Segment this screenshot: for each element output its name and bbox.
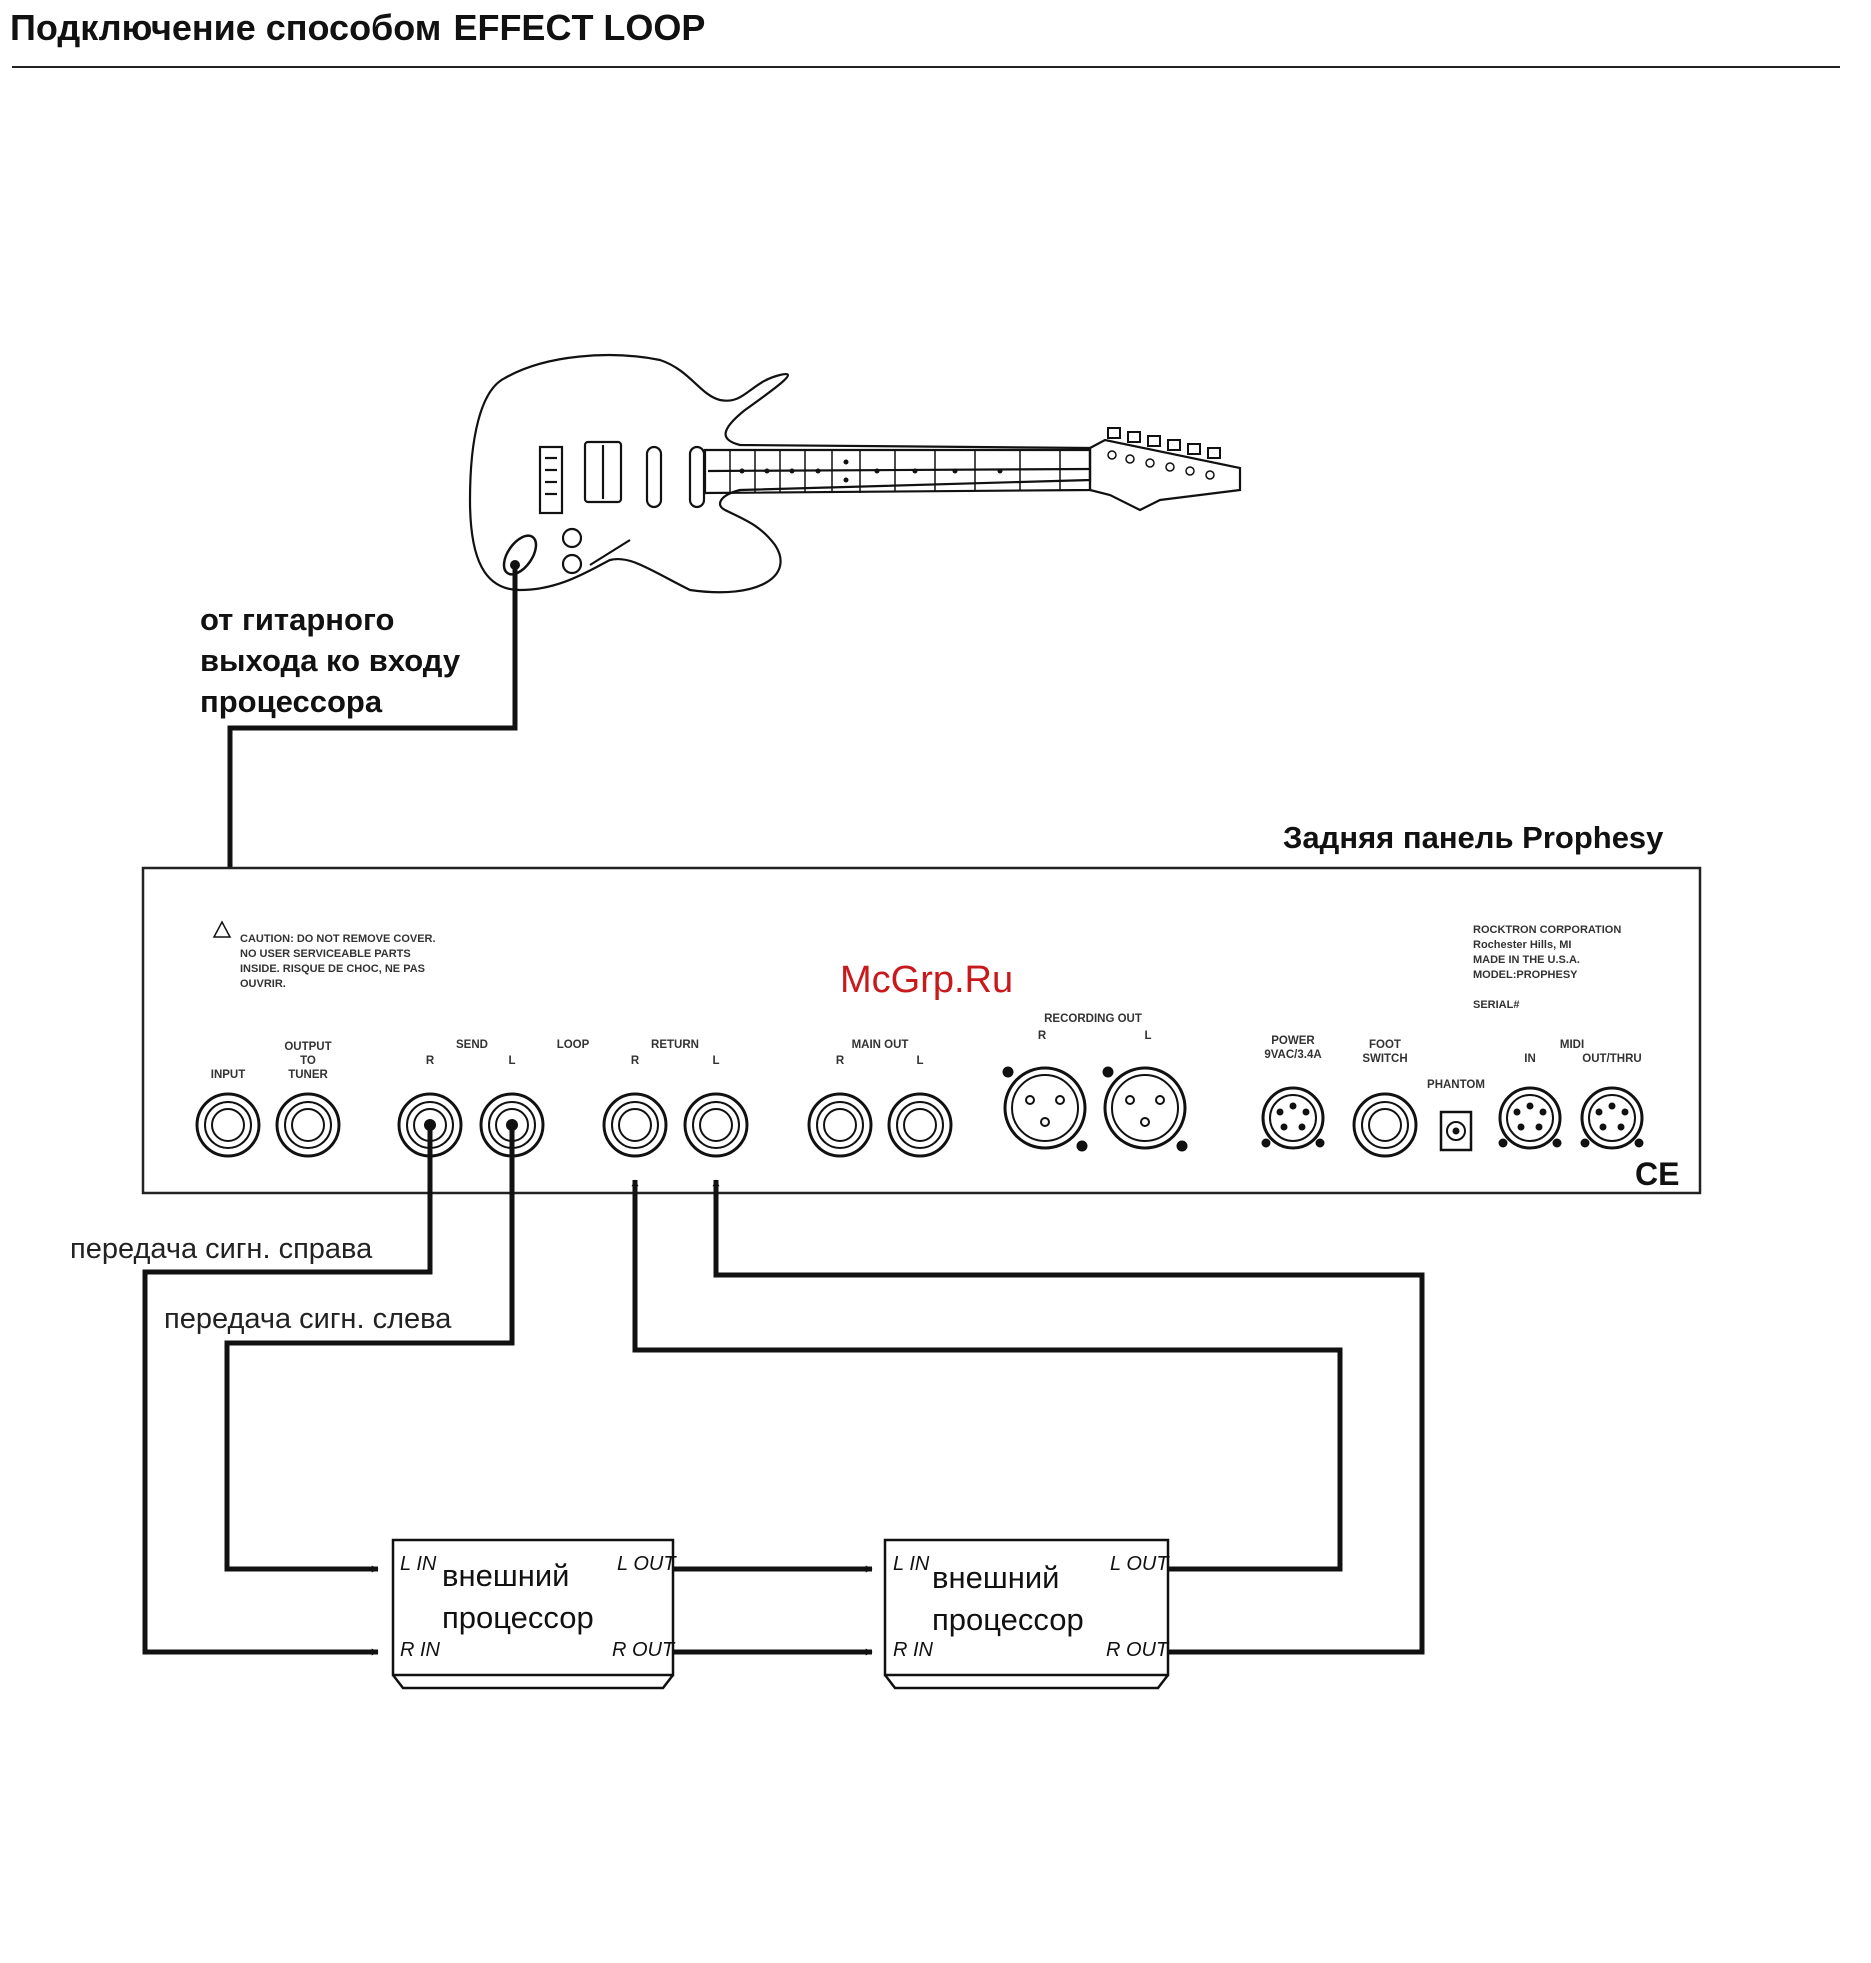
svg-text:NO USER SERVICEABLE PARTS: NO USER SERVICEABLE PARTS	[240, 948, 411, 960]
svg-text:9VAC/3.4A: 9VAC/3.4A	[1264, 1049, 1321, 1061]
svg-text:LOOP: LOOP	[557, 1039, 590, 1051]
svg-text:R: R	[836, 1055, 845, 1067]
svg-text:SERIAL#: SERIAL#	[1473, 999, 1519, 1011]
svg-text:IN: IN	[1524, 1053, 1536, 1065]
xlr-l	[1102, 1066, 1188, 1152]
svg-text:INSIDE. RISQUE DE CHOC, NE PAS: INSIDE. RISQUE DE CHOC, NE PAS	[240, 963, 425, 975]
maker-label: ROCKTRON CORPORATION Rochester Hills, MI…	[1473, 924, 1621, 1011]
jack-main-l	[887, 1092, 953, 1158]
svg-text:PHANTOM: PHANTOM	[1427, 1079, 1485, 1091]
midi-out-din	[1580, 1086, 1644, 1150]
xlr-connectors	[1002, 1066, 1188, 1152]
jack-return-r	[602, 1092, 668, 1158]
svg-text:SEND: SEND	[456, 1039, 488, 1051]
svg-text:внешний: внешний	[932, 1560, 1059, 1595]
guitar-caption: от гитарного выхода ко входу процессора	[200, 602, 469, 719]
svg-text:внешний: внешний	[442, 1558, 569, 1593]
quarter-inch-jacks	[195, 1092, 1418, 1158]
svg-text:OUVRIR.: OUVRIR.	[240, 978, 286, 990]
svg-text:RETURN: RETURN	[651, 1039, 699, 1051]
phantom-jack	[1439, 1110, 1473, 1152]
svg-text:L IN: L IN	[893, 1553, 930, 1575]
svg-text:L: L	[916, 1055, 923, 1067]
svg-text:L: L	[1144, 1030, 1151, 1042]
svg-text:ROCKTRON CORPORATION: ROCKTRON CORPORATION	[1473, 924, 1621, 936]
svg-text:TUNER: TUNER	[288, 1069, 328, 1081]
send-right-label: передача сигн. справа	[70, 1233, 373, 1265]
svg-text:RECORDING OUT: RECORDING OUT	[1044, 1013, 1142, 1025]
svg-text:R OUT: R OUT	[1106, 1639, 1170, 1661]
jack-main-r	[807, 1092, 873, 1158]
svg-text:L IN: L IN	[400, 1553, 437, 1575]
caution-notice: CAUTION: DO NOT REMOVE COVER. NO USER SE…	[212, 920, 436, 990]
jack-footswitch	[1352, 1092, 1418, 1158]
svg-text:R IN: R IN	[400, 1639, 441, 1661]
panel-caption: Задняя панель Prophesy	[1283, 820, 1664, 855]
svg-text:OUTPUT: OUTPUT	[284, 1041, 331, 1053]
send-left-label: передача сигн. слева	[164, 1303, 452, 1335]
svg-text:MODEL:PROPHESY: MODEL:PROPHESY	[1473, 969, 1578, 981]
svg-text:INPUT: INPUT	[211, 1069, 246, 1081]
svg-text:R: R	[1038, 1030, 1047, 1042]
return-r-cable	[631, 1179, 1343, 1572]
jack-labels: INPUT OUTPUT TO TUNER SEND R L LOOP RETU…	[211, 1013, 1642, 1091]
guitar-illustration	[468, 354, 1242, 594]
send-left-cable	[224, 1125, 515, 1573]
send-right-cable	[142, 1125, 433, 1656]
svg-text:L: L	[508, 1055, 515, 1067]
svg-text:CAUTION: DO NOT REMOVE COVER.: CAUTION: DO NOT REMOVE COVER.	[240, 933, 436, 945]
jack-return-l	[683, 1092, 749, 1158]
svg-text:R OUT: R OUT	[612, 1639, 676, 1661]
watermark: McGrp.Ru	[840, 959, 1013, 1001]
svg-text:MADE IN THE U.S.A.: MADE IN THE U.S.A.	[1473, 954, 1580, 966]
return-l-cable	[712, 1179, 1425, 1655]
svg-text:Rochester Hills, MI: Rochester Hills, MI	[1473, 939, 1571, 951]
svg-text:FOOT: FOOT	[1369, 1039, 1401, 1051]
external-processor-1: L IN R IN L OUT R OUT внешний процессор	[391, 1538, 677, 1690]
svg-text:L OUT: L OUT	[617, 1553, 677, 1575]
power-din	[1261, 1086, 1325, 1150]
jack-input	[195, 1092, 261, 1158]
svg-text:MAIN OUT: MAIN OUT	[852, 1039, 909, 1051]
svg-text:процессор: процессор	[442, 1600, 594, 1635]
svg-text:POWER: POWER	[1271, 1035, 1315, 1047]
external-processor-2: L IN R IN L OUT R OUT внешний процессор	[883, 1538, 1170, 1690]
svg-text:TO: TO	[300, 1055, 316, 1067]
svg-text:R: R	[426, 1055, 435, 1067]
svg-text:OUT/THRU: OUT/THRU	[1582, 1053, 1641, 1065]
svg-text:L: L	[712, 1055, 719, 1067]
svg-text:R IN: R IN	[893, 1639, 934, 1661]
jack-tuner	[275, 1092, 341, 1158]
svg-text:MIDI: MIDI	[1560, 1039, 1584, 1051]
xlr-r	[1002, 1066, 1088, 1152]
svg-text:L OUT: L OUT	[1110, 1553, 1170, 1575]
svg-text:SWITCH: SWITCH	[1362, 1053, 1407, 1065]
svg-text:R: R	[631, 1055, 640, 1067]
din-connectors	[1261, 1086, 1644, 1152]
svg-text:процессор: процессор	[932, 1602, 1084, 1637]
midi-in-din	[1498, 1086, 1562, 1150]
ce-mark: CE	[1635, 1156, 1679, 1192]
